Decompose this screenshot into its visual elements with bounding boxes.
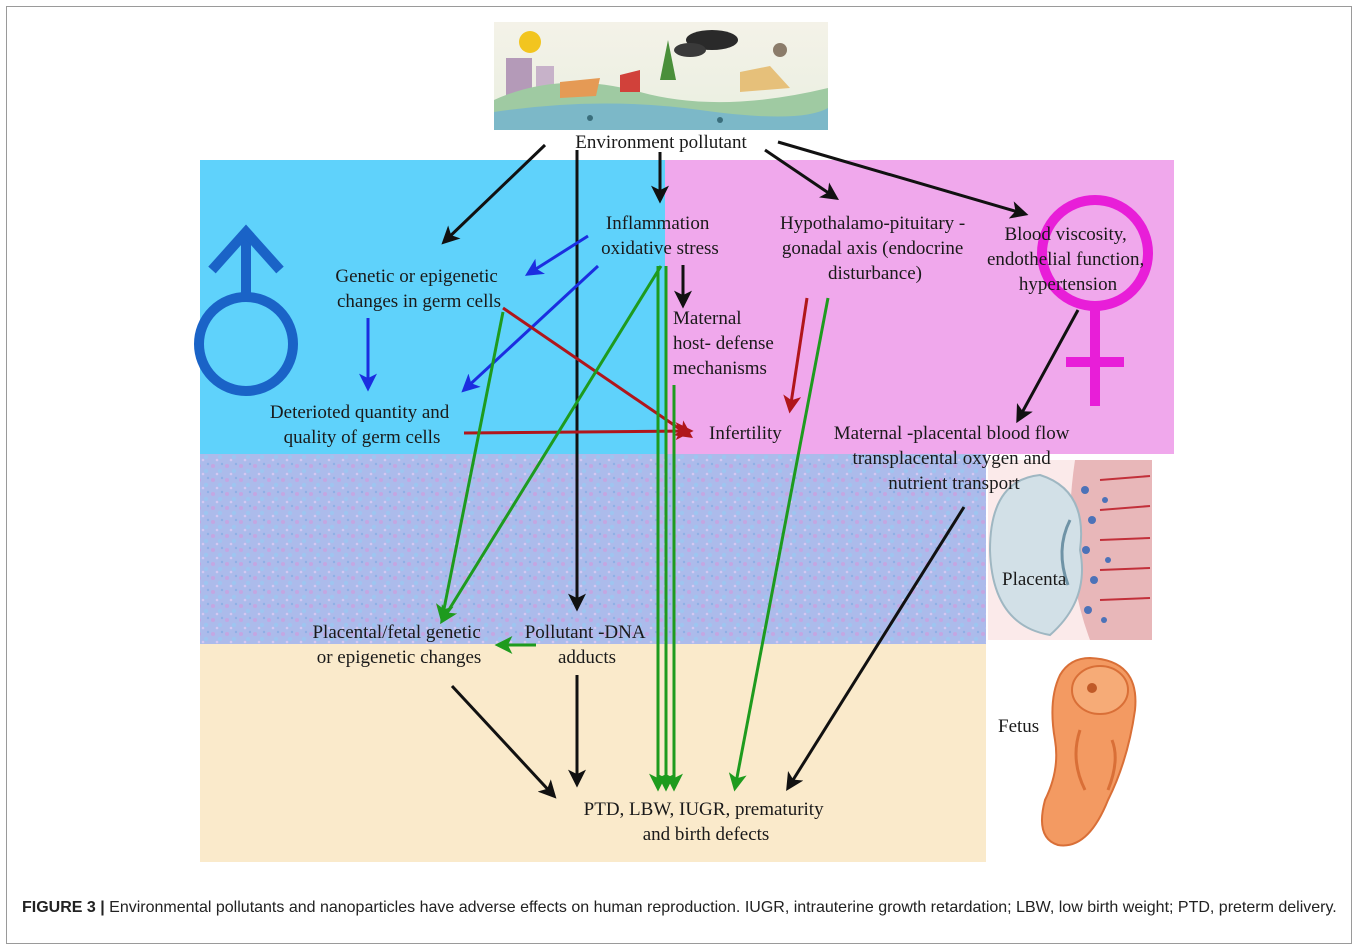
- pollutant-label: Environment pollutant: [575, 132, 747, 153]
- infertility-label: Infertility: [709, 423, 782, 444]
- figure-caption: FIGURE 3 | Environmental pollutants and …: [22, 896, 1338, 919]
- environment-scene-image: [494, 22, 828, 130]
- caption-label: FIGURE 3 |: [22, 899, 105, 916]
- lower-region: [200, 644, 986, 862]
- caption-text: Environmental pollutants and nanoparticl…: [105, 899, 1337, 916]
- fetus-label: Fetus: [998, 716, 1039, 737]
- placenta-label: Placenta: [1002, 569, 1067, 590]
- arrow-deteriorated-to-infertility: [464, 431, 690, 433]
- fetal-region: [200, 454, 986, 644]
- fetus-illustration: [1042, 658, 1135, 845]
